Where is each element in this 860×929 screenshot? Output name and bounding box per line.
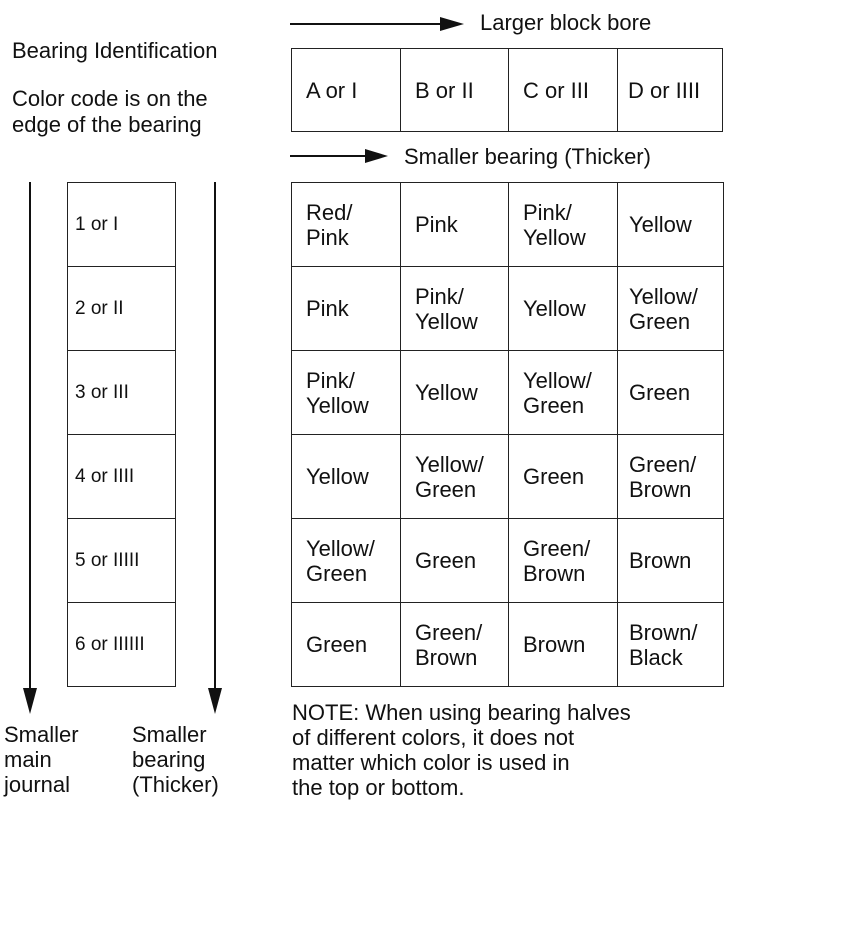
page-title: Bearing Identification <box>12 38 218 63</box>
block-bore-grade-table: A or I B or II C or III D or IIII <box>291 48 723 132</box>
color-row: Red/ Pink Pink Pink/ Yellow Yellow <box>291 182 724 267</box>
main-journal-arrow-label: Smaller main journal <box>4 722 79 797</box>
color-cell: Green <box>400 518 509 603</box>
color-cell: Pink/ Yellow <box>291 350 401 435</box>
bearing-thickness-arrow-label: Smaller bearing (Thicker) <box>404 144 651 169</box>
color-row: Pink/ Yellow Yellow Yellow/ Green Green <box>291 350 724 435</box>
color-cell: Yellow/ Green <box>617 266 724 351</box>
color-row: Yellow/ Green Green Green/ Brown Brown <box>291 518 724 603</box>
journal-grade-table: 1 or I 2 or II 3 or III 4 or IIII 5 or I… <box>67 182 176 687</box>
journal-grade-row: 2 or II <box>67 266 176 351</box>
color-cell: Green/ Brown <box>508 518 618 603</box>
block-bore-grade-cell: A or I <box>291 48 401 132</box>
block-bore-arrow-label: Larger block bore <box>480 10 652 35</box>
color-cell: Green/ Brown <box>617 434 724 519</box>
subtitle-note: Color code is on the edge of the bearing <box>12 86 208 137</box>
bearing-color-table: Red/ Pink Pink Pink/ Yellow Yellow Pink … <box>291 182 724 687</box>
color-cell: Green <box>617 350 724 435</box>
color-row: Yellow Yellow/ Green Green Green/ Brown <box>291 434 724 519</box>
color-row: Pink Pink/ Yellow Yellow Yellow/ Green <box>291 266 724 351</box>
color-row: Green Green/ Brown Brown Brown/ Black <box>291 602 724 687</box>
block-bore-grade-cell: C or III <box>508 48 618 132</box>
bearing-thickness-arrow <box>290 149 388 163</box>
color-cell: Yellow <box>508 266 618 351</box>
color-cell: Pink/ Yellow <box>400 266 509 351</box>
color-cell: Green/ Brown <box>400 602 509 687</box>
journal-grade-cell: 2 or II <box>67 266 176 351</box>
block-bore-arrow <box>290 17 464 31</box>
color-cell: Pink <box>400 182 509 267</box>
journal-grade-cell: 1 or I <box>67 182 176 267</box>
color-cell: Brown/ Black <box>617 602 724 687</box>
journal-grade-row: 3 or III <box>67 350 176 435</box>
block-bore-grade-cell: B or II <box>400 48 509 132</box>
color-cell: Pink/ Yellow <box>508 182 618 267</box>
color-cell: Red/ Pink <box>291 182 401 267</box>
color-cell: Yellow/ Green <box>400 434 509 519</box>
color-cell: Green <box>291 602 401 687</box>
journal-grade-cell: 5 or IIIII <box>67 518 176 603</box>
bearing-thickness-vertical-arrow <box>208 182 222 714</box>
color-cell: Yellow <box>400 350 509 435</box>
color-cell: Green <box>508 434 618 519</box>
block-bore-grade-cell: D or IIII <box>617 48 723 132</box>
color-cell: Pink <box>291 266 401 351</box>
journal-grade-row: 1 or I <box>67 182 176 267</box>
color-cell: Yellow <box>291 434 401 519</box>
color-cell: Brown <box>617 518 724 603</box>
color-cell: Brown <box>508 602 618 687</box>
journal-grade-row: 6 or IIIIII <box>67 602 176 687</box>
journal-grade-cell: 3 or III <box>67 350 176 435</box>
journal-grade-row: 5 or IIIII <box>67 518 176 603</box>
color-cell: Yellow/ Green <box>508 350 618 435</box>
block-bore-grade-row: A or I B or II C or III D or IIII <box>291 48 723 132</box>
journal-grade-cell: 6 or IIIIII <box>67 602 176 687</box>
bearing-thickness-vertical-arrow-label: Smaller bearing (Thicker) <box>132 722 219 797</box>
color-cell: Yellow <box>617 182 724 267</box>
color-cell: Yellow/ Green <box>291 518 401 603</box>
journal-grade-row: 4 or IIII <box>67 434 176 519</box>
journal-grade-cell: 4 or IIII <box>67 434 176 519</box>
note-text: NOTE: When using bearing halves of diffe… <box>292 700 631 800</box>
main-journal-arrow <box>23 182 37 714</box>
